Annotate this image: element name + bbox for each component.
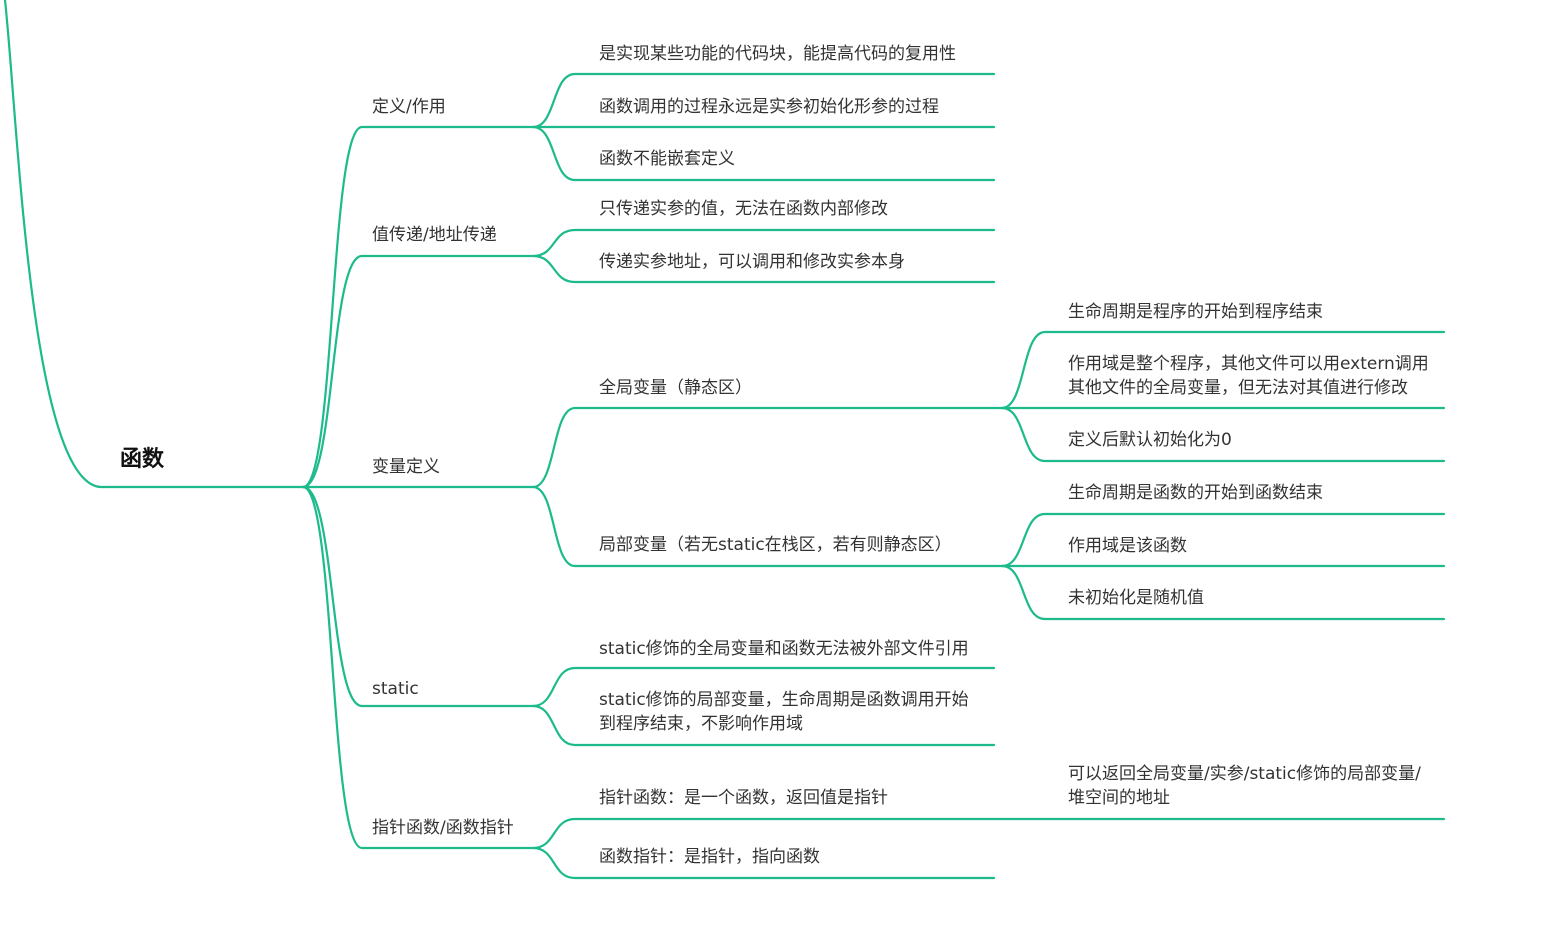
- leaf-label: 函数指针：是指针，指向函数: [599, 847, 820, 867]
- leaf-label: 函数调用的过程永远是实参初始化形参的过程: [599, 97, 939, 117]
- leaf-label: 只传递实参的值，无法在函数内部修改: [599, 199, 888, 219]
- leaf-label: 函数不能嵌套定义: [599, 149, 735, 169]
- leaf-label: 到程序结束，不影响作用域: [599, 714, 803, 734]
- level2-connector: [531, 704, 996, 747]
- leaf-label: 定义后默认初始化为0: [1068, 430, 1232, 450]
- level1-connector: [301, 485, 535, 850]
- leaf-label: 作用域是该函数: [1068, 536, 1187, 556]
- root-underline: [3, 0, 305, 489]
- level2-connector: [531, 254, 996, 284]
- level2-connector: [531, 666, 996, 708]
- level3-connector: [1000, 406, 1446, 463]
- leaf-label: 是实现某些功能的代码块，能提高代码的复用性: [599, 44, 956, 64]
- leaf-label: 生命周期是程序的开始到程序结束: [1068, 302, 1323, 322]
- leaf-label: 可以返回全局变量/实参/static修饰的局部变量/: [1068, 764, 1421, 784]
- global-variable-label: 全局变量（静态区）: [599, 378, 752, 398]
- leaf-label: static修饰的全局变量和函数无法被外部文件引用: [599, 639, 969, 659]
- level2-connector: [531, 228, 996, 258]
- level3-connector: [1000, 564, 1446, 621]
- leaf-label: 其他文件的全局变量，但无法对其值进行修改: [1068, 378, 1408, 398]
- level2-connector: [531, 406, 1004, 489]
- branch-variables-label: 变量定义: [372, 457, 440, 477]
- level1-connector: [301, 125, 535, 489]
- level3-connector: [1000, 512, 1446, 568]
- branch-static-label: static: [372, 679, 419, 699]
- branch-pass-label: 值传递/地址传递: [372, 225, 497, 245]
- level2-connector: [531, 72, 996, 129]
- root-node-label: 函数: [120, 447, 165, 472]
- level1-connector: [301, 485, 535, 708]
- level2-connector: [531, 817, 1004, 850]
- leaf-label: 传递实参地址，可以调用和修改实参本身: [599, 252, 905, 272]
- branch-pointer-label: 指针函数/函数指针: [372, 818, 514, 838]
- pointer-function-label: 指针函数：是一个函数，返回值是指针: [599, 788, 888, 808]
- leaf-label: static修饰的局部变量，生命周期是函数调用开始: [599, 690, 969, 710]
- leaf-label: 未初始化是随机值: [1068, 588, 1204, 608]
- leaf-label: 堆空间的地址: [1068, 788, 1170, 808]
- leaf-label: 生命周期是函数的开始到函数结束: [1068, 483, 1323, 503]
- level2-connector: [531, 846, 996, 880]
- level1-connector: [301, 254, 535, 489]
- leaf-label: 作用域是整个程序，其他文件可以用extern调用: [1068, 354, 1429, 374]
- branch-definition-label: 定义/作用: [372, 97, 446, 117]
- local-variable-label: 局部变量（若无static在栈区，若有则静态区）: [599, 535, 952, 555]
- level3-connector: [1000, 330, 1446, 410]
- level2-connector: [531, 485, 1004, 568]
- level2-connector: [531, 125, 996, 182]
